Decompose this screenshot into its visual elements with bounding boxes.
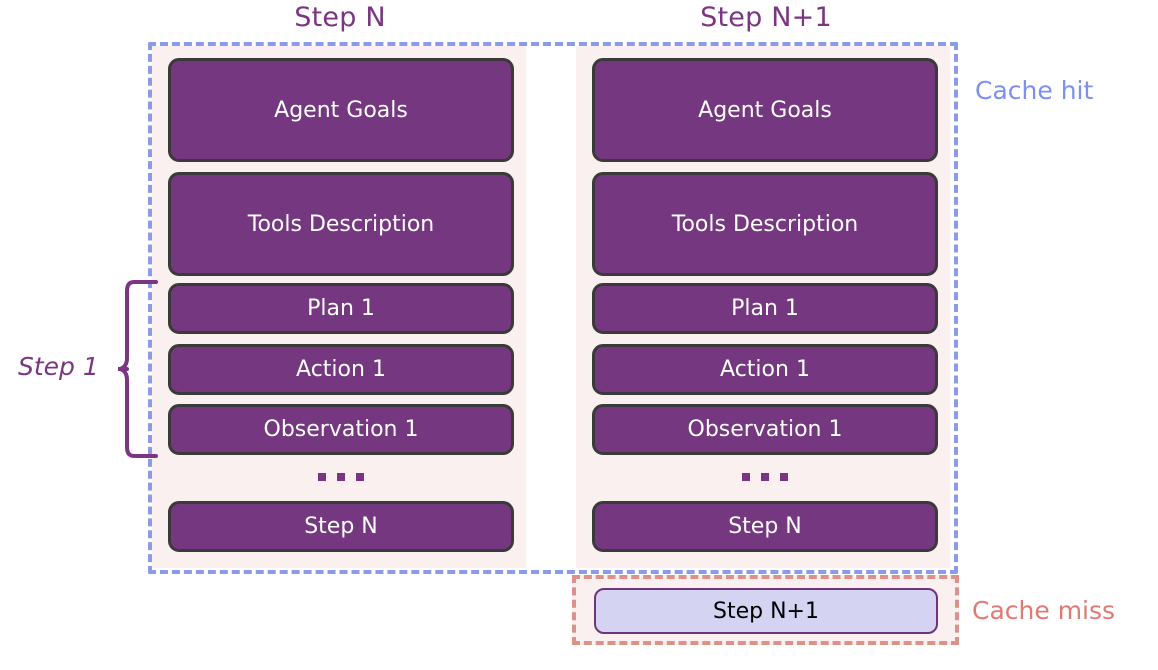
block-observation-1[interactable]: Observation 1 <box>168 404 514 455</box>
block-step-n-plus-1[interactable]: Step N+1 <box>594 588 938 634</box>
column-title-step-n: Step N <box>294 2 386 33</box>
ellipsis-indicator <box>168 460 514 494</box>
cache-hit-region <box>148 42 958 574</box>
block-step-n[interactable]: Step N <box>592 501 938 552</box>
ellipsis-dot <box>742 473 750 481</box>
ellipsis-indicator <box>592 460 938 494</box>
block-agent-goals[interactable]: Agent Goals <box>592 58 938 162</box>
step-1-label: Step 1 <box>18 352 99 381</box>
prompt-column-step-n: Agent Goals Tools Description Plan 1 Act… <box>152 46 526 568</box>
column-title-step-n-plus-1: Step N+1 <box>700 2 832 33</box>
block-plan-1[interactable]: Plan 1 <box>592 283 938 334</box>
ellipsis-dot <box>318 473 326 481</box>
cache-miss-label: Cache miss <box>972 596 1116 625</box>
block-action-1[interactable]: Action 1 <box>168 344 514 395</box>
ellipsis-dot <box>356 473 364 481</box>
prompt-column-step-n-plus-1: Agent Goals Tools Description Plan 1 Act… <box>576 46 950 568</box>
ellipsis-dot <box>337 473 345 481</box>
step-1-brace-icon <box>118 280 158 458</box>
block-plan-1[interactable]: Plan 1 <box>168 283 514 334</box>
block-observation-1[interactable]: Observation 1 <box>592 404 938 455</box>
block-action-1[interactable]: Action 1 <box>592 344 938 395</box>
block-step-n[interactable]: Step N <box>168 501 514 552</box>
cache-hit-label: Cache hit <box>975 76 1094 105</box>
block-tools-description[interactable]: Tools Description <box>592 172 938 276</box>
ellipsis-dot <box>761 473 769 481</box>
block-agent-goals[interactable]: Agent Goals <box>168 58 514 162</box>
block-tools-description[interactable]: Tools Description <box>168 172 514 276</box>
ellipsis-dot <box>780 473 788 481</box>
